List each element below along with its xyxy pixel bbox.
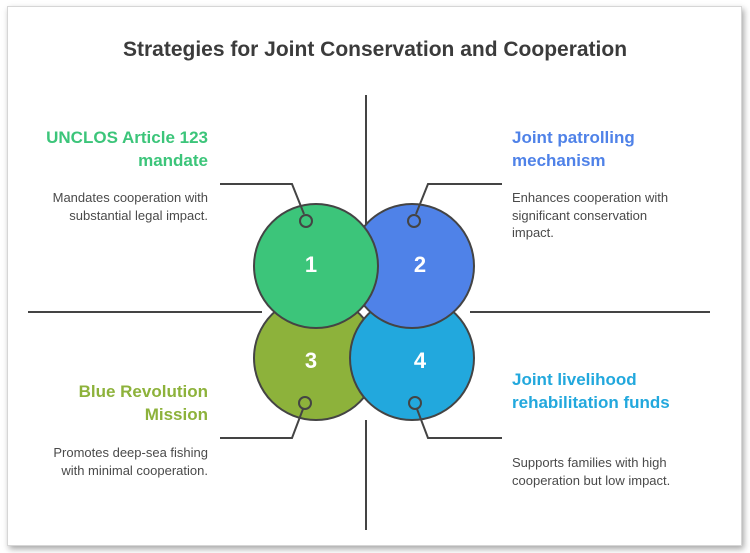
number-2: 2 xyxy=(414,252,426,277)
connector-2 xyxy=(415,183,502,215)
number-4: 4 xyxy=(414,348,427,373)
diagram-title: Strategies for Joint Conservation and Co… xyxy=(122,38,628,61)
connector-3-dot xyxy=(298,396,312,410)
connector-4-dot xyxy=(408,396,422,410)
connector-2-dot xyxy=(407,214,421,228)
number-1: 1 xyxy=(305,252,317,277)
connector-4 xyxy=(416,408,502,439)
connector-3 xyxy=(220,408,304,439)
connector-1 xyxy=(220,183,305,215)
description-strategy-4: Supports families with high cooperation … xyxy=(512,455,671,488)
heading-strategy-1: UNCLOS Article 123 mandate xyxy=(46,128,208,170)
circle-1 xyxy=(253,203,379,329)
description-strategy-3: Promotes deep-sea fishing with minimal c… xyxy=(53,445,208,478)
description-strategy-1: Mandates cooperation with substantial le… xyxy=(52,190,208,223)
connector-1-dot xyxy=(299,214,313,228)
description-strategy-2: Enhances cooperation with significant co… xyxy=(512,190,669,240)
number-3: 3 xyxy=(305,348,317,373)
heading-strategy-2: Joint patrolling mechanism xyxy=(512,128,635,170)
heading-strategy-3: Blue Revolution Mission xyxy=(78,382,208,424)
heading-strategy-4: Joint livelihood rehabilitation funds xyxy=(512,370,670,412)
